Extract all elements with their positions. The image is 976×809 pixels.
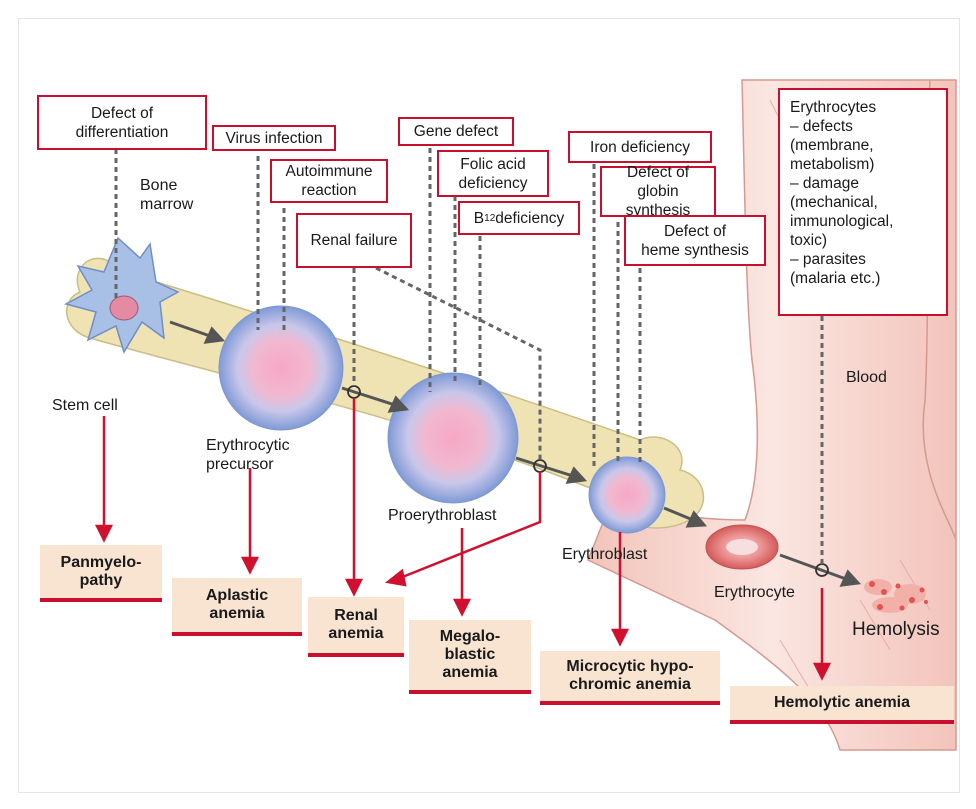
cause-virus-infection: Virus infection xyxy=(212,125,336,151)
cause-globin-synthesis: Defect of globin synthesis xyxy=(600,166,716,217)
disease-renal-anemia: Renal anemia xyxy=(308,597,404,657)
proerythroblast-cell xyxy=(388,373,518,503)
label-erythrocyte: Erythrocyte xyxy=(714,583,814,602)
cause-renal-failure: Renal failure xyxy=(296,213,412,268)
b12-letter: B xyxy=(474,209,484,228)
cause-folic-acid: Folic acid deficiency xyxy=(437,150,549,197)
disease-hemolytic-anemia: Hemolytic anemia xyxy=(730,686,954,724)
cause-erythrocytes: Erythrocytes – defects (membrane, metabo… xyxy=(778,88,948,316)
cause-autoimmune: Autoimmune reaction xyxy=(270,159,388,203)
disease-aplastic-anemia: Aplastic anemia xyxy=(172,578,302,636)
label-stem-cell: Stem cell xyxy=(52,396,152,415)
disease-microcytic-anemia: Microcytic hypo- chromic anemia xyxy=(540,651,720,705)
b12-subscript: 12 xyxy=(484,209,495,228)
label-erythroblast: Erythroblast xyxy=(562,545,672,564)
label-blood: Blood xyxy=(846,368,916,387)
label-proerythroblast: Proerythroblast xyxy=(388,506,528,525)
cause-gene-defect: Gene defect xyxy=(398,117,514,146)
label-hemolysis: Hemolysis xyxy=(852,620,962,639)
cause-heme-synthesis: Defect of heme synthesis xyxy=(624,215,766,266)
cause-differentiation: Defect of differentiation xyxy=(37,95,207,150)
b12-deficiency-text: deficiency xyxy=(495,209,564,228)
label-bone-marrow: Bone marrow xyxy=(140,176,220,214)
cause-iron-deficiency: Iron deficiency xyxy=(568,131,712,163)
disease-megaloblastic-anemia: Megalo- blastic anemia xyxy=(409,620,531,694)
precursor-cell xyxy=(219,306,343,430)
erythroblast-cell xyxy=(589,457,665,533)
disease-panmyelopathy: Panmyelo- pathy xyxy=(40,545,162,602)
label-precursor: Erythrocytic precursor xyxy=(206,436,326,474)
